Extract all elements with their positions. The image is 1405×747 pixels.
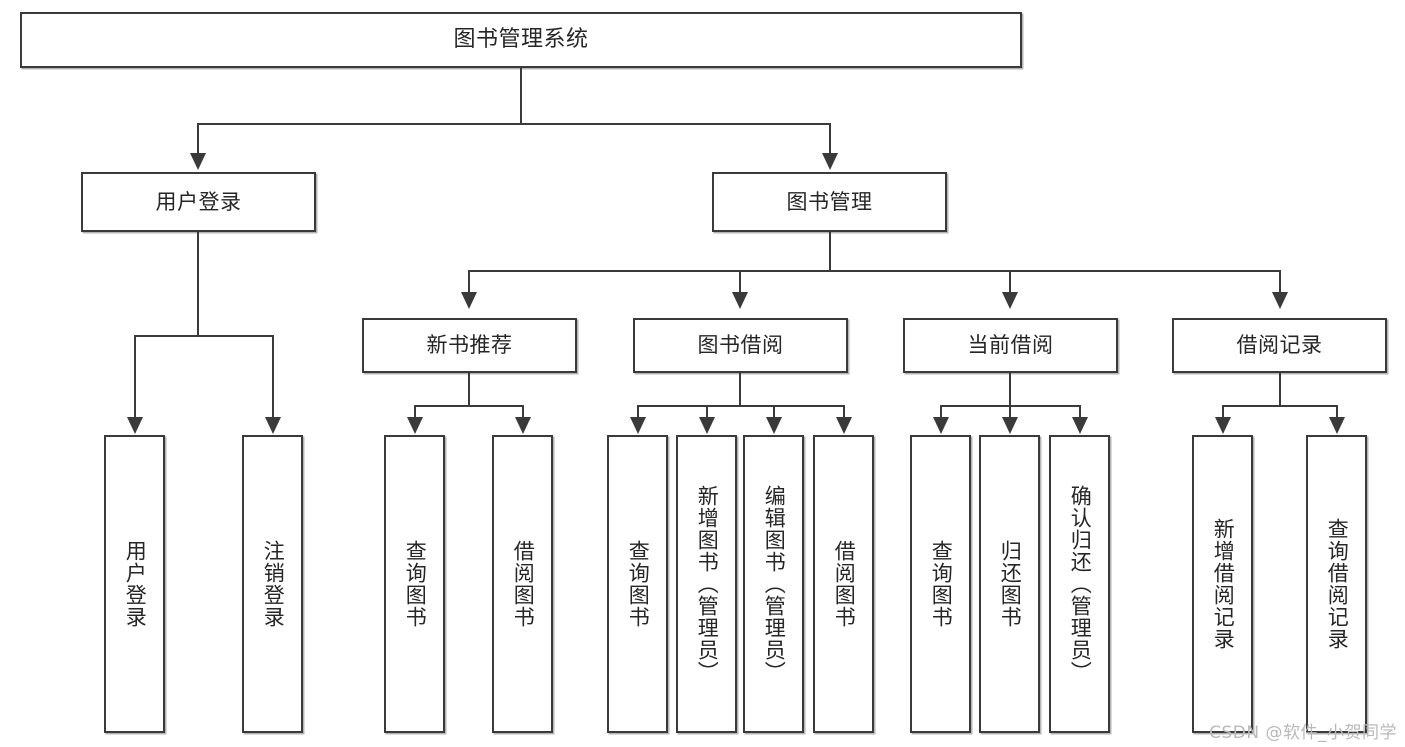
connector-borrow-record-stem — [1279, 373, 1282, 408]
node-label: 确认归还（管理员） — [1068, 485, 1093, 683]
connector-to-new-book-recommend — [468, 270, 471, 295]
arrowhead-leaf-query-record — [1329, 417, 1345, 434]
connector-root-bus — [197, 123, 832, 126]
node-leaf-borrow-book-borrow[interactable]: 借阅图书 — [813, 435, 874, 733]
node-label: 新增借阅记录 — [1211, 518, 1236, 650]
node-leaf-user-login[interactable]: 用户登录 — [104, 435, 165, 733]
node-label: 图书管理系统 — [453, 27, 589, 53]
arrowhead-leaf-user-login — [127, 417, 143, 434]
connector-to-book-borrow — [739, 270, 742, 295]
arrowhead-book-borrow — [732, 292, 748, 309]
node-leaf-borrow-book-recommend[interactable]: 借阅图书 — [492, 435, 553, 733]
connector-to-borrow-record — [1279, 270, 1282, 295]
connector-book-manage-stem — [829, 232, 832, 273]
node-label: 新书推荐 — [426, 333, 513, 358]
arrowhead-leaf-query-book-1 — [407, 417, 423, 434]
arrowhead-leaf-query-book-2 — [630, 417, 646, 434]
connector-new-book-recommend-bus — [414, 405, 525, 408]
connector-root-to-user-login — [197, 123, 200, 156]
connector-book-manage-bus — [468, 270, 1281, 273]
node-new-book-recommend[interactable]: 新书推荐 — [362, 318, 577, 373]
node-label: 归还图书 — [998, 540, 1023, 628]
connector-root-to-book-manage — [829, 123, 832, 156]
node-label: 查询借阅记录 — [1325, 518, 1350, 650]
arrowhead-leaf-borrow-book-2 — [836, 417, 852, 434]
node-label: 查询图书 — [403, 540, 428, 628]
node-label: 借阅记录 — [1236, 333, 1323, 358]
node-user-login[interactable]: 用户登录 — [81, 172, 316, 232]
node-label: 图书借阅 — [697, 333, 784, 358]
node-leaf-edit-book[interactable]: 编辑图书（管理员） — [743, 435, 804, 733]
arrowhead-leaf-add-record — [1215, 417, 1231, 434]
connector-root-stem — [520, 68, 523, 125]
node-label: 用户登录 — [155, 189, 242, 214]
node-label: 查询图书 — [929, 540, 954, 628]
arrowhead-leaf-edit-book — [766, 417, 782, 434]
connector-to-current-borrow — [1009, 270, 1012, 295]
node-leaf-add-borrow-record[interactable]: 新增借阅记录 — [1192, 435, 1253, 733]
node-current-borrow[interactable]: 当前借阅 — [903, 318, 1118, 373]
node-leaf-confirm-return[interactable]: 确认归还（管理员） — [1049, 435, 1110, 733]
node-leaf-query-book-recommend[interactable]: 查询图书 — [384, 435, 445, 733]
node-root-book-management-system[interactable]: 图书管理系统 — [20, 12, 1022, 68]
connector-current-borrow-stem — [1009, 373, 1012, 408]
connector-book-borrow-bus — [637, 405, 846, 408]
node-book-management[interactable]: 图书管理 — [712, 172, 947, 232]
connector-borrow-record-bus — [1222, 405, 1339, 408]
arrowhead-leaf-return-book — [1002, 417, 1018, 434]
arrowhead-user-login — [190, 153, 206, 170]
arrowhead-leaf-logout-login — [265, 417, 281, 434]
node-label: 新增图书（管理员） — [695, 485, 720, 683]
node-label: 借阅图书 — [511, 540, 536, 628]
arrowhead-leaf-borrow-book-1 — [515, 417, 531, 434]
arrowhead-new-book-recommend — [461, 292, 477, 309]
node-leaf-add-book[interactable]: 新增图书（管理员） — [676, 435, 737, 733]
connector-user-login-bus — [134, 335, 275, 338]
node-borrow-record[interactable]: 借阅记录 — [1172, 318, 1387, 373]
node-leaf-return-book[interactable]: 归还图书 — [979, 435, 1040, 733]
node-leaf-query-book-borrow[interactable]: 查询图书 — [607, 435, 668, 733]
arrowhead-leaf-add-book — [699, 417, 715, 434]
node-label: 注销登录 — [261, 540, 286, 628]
arrowhead-current-borrow — [1002, 292, 1018, 309]
arrowhead-book-manage — [822, 153, 838, 170]
node-label: 当前借阅 — [967, 333, 1054, 358]
arrowhead-leaf-query-book-3 — [933, 417, 949, 434]
node-label: 图书管理 — [786, 189, 873, 214]
arrowhead-leaf-confirm-return — [1072, 417, 1088, 434]
connector-book-borrow-stem — [739, 373, 742, 408]
connector-user-login-to-leaf-1 — [134, 335, 137, 420]
node-label: 用户登录 — [123, 540, 148, 628]
connector-user-login-to-leaf-2 — [272, 335, 275, 420]
node-label: 借阅图书 — [832, 540, 857, 628]
node-leaf-query-book-current[interactable]: 查询图书 — [910, 435, 971, 733]
node-label: 编辑图书（管理员） — [762, 485, 787, 683]
arrowhead-borrow-record — [1272, 292, 1288, 309]
node-leaf-logout-login[interactable]: 注销登录 — [242, 435, 303, 733]
node-book-borrow[interactable]: 图书借阅 — [633, 318, 848, 373]
connector-new-book-recommend-stem — [468, 373, 471, 408]
connector-user-login-stem — [197, 232, 200, 337]
node-leaf-query-borrow-record[interactable]: 查询借阅记录 — [1306, 435, 1367, 733]
node-label: 查询图书 — [626, 540, 651, 628]
